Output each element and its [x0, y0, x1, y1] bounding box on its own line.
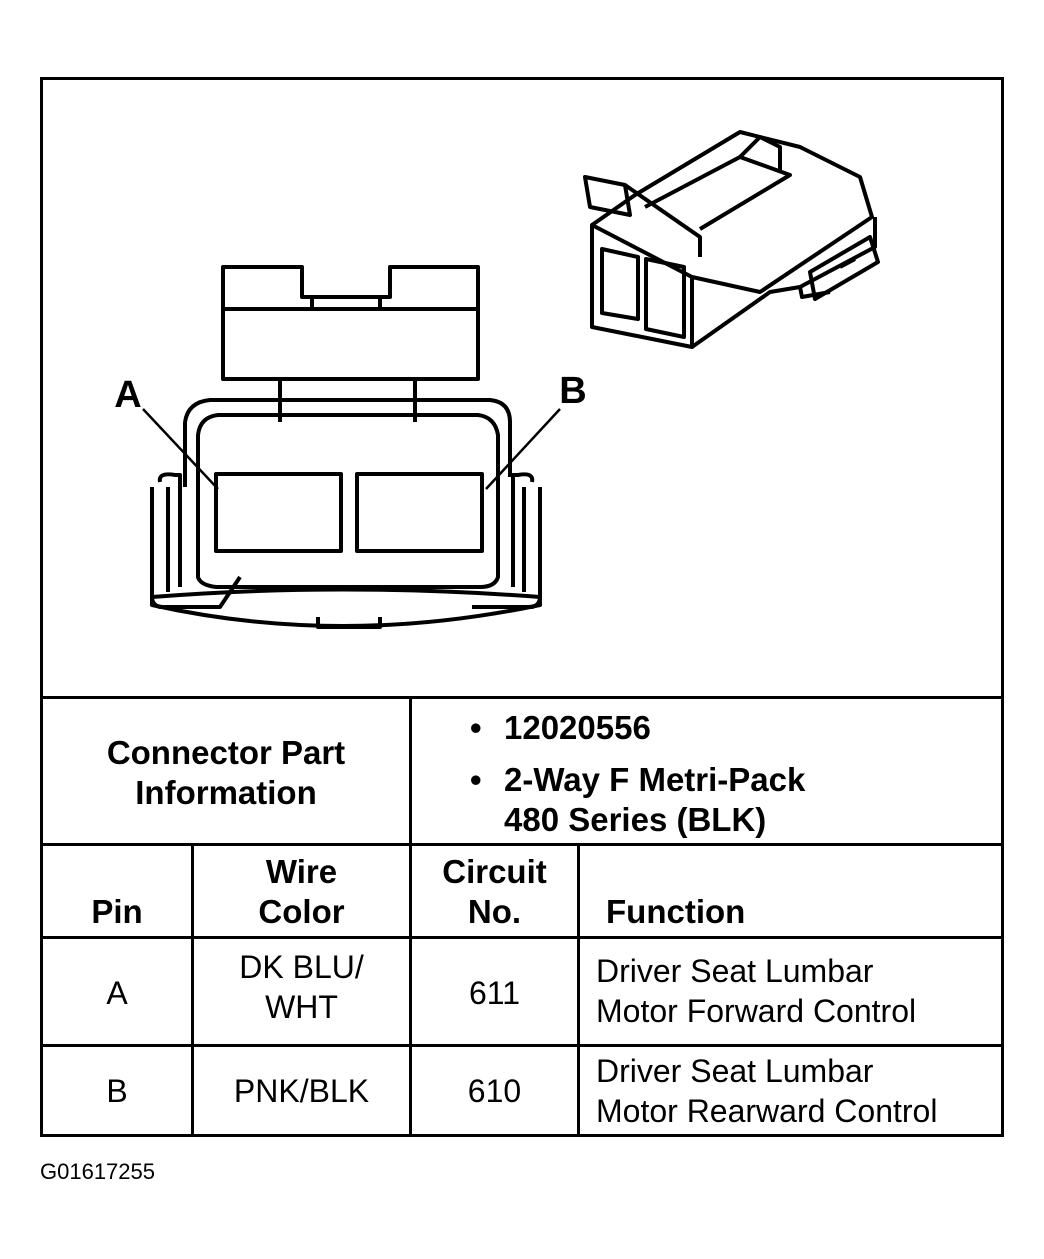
part-info-label: Connector Part Information: [43, 733, 409, 813]
row-b-wire-color: PNK/BLK: [194, 1071, 409, 1111]
row-a-circuit: 611: [468, 975, 520, 1011]
diagram-frame: [40, 77, 1004, 1137]
header-function: Function: [606, 893, 746, 930]
table-top-border: [40, 696, 1004, 699]
header-pin: Pin: [91, 893, 143, 930]
part-info-values: • 12020556 • 2-Way F Metri-Pack 480 Seri…: [470, 708, 990, 840]
header-bottom-border: [40, 936, 1004, 939]
part-number-item: • 12020556: [470, 708, 990, 748]
part-info-label-line2: Information: [135, 774, 317, 811]
row-b-function: Driver Seat Lumbar Motor Rearward Contro…: [596, 1051, 1000, 1131]
info-divider: [409, 696, 412, 1137]
bullet-icon: •: [470, 709, 482, 746]
row-b-function-line2: Motor Rearward Control: [596, 1093, 938, 1129]
row-a-function-line1: Driver Seat Lumbar: [596, 953, 874, 989]
connector-face-view: [142, 265, 561, 629]
header-wire-color-line1: Wire: [265, 853, 338, 890]
info-bottom-border: [40, 843, 1004, 846]
row-a-wire-color: DK BLU/ WHT: [194, 947, 409, 1027]
description-item: • 2-Way F Metri-Pack 480 Series (BLK): [470, 760, 990, 840]
header-wire-color-line2: Color: [258, 893, 345, 930]
row-b-function-line1: Driver Seat Lumbar: [596, 1053, 874, 1089]
row-a-pin: A: [106, 975, 128, 1011]
pin-color-divider: [191, 843, 194, 1137]
part-number: 12020556: [504, 709, 651, 746]
header-circuit: Circuit No.: [412, 852, 577, 932]
part-info-label-line1: Connector Part: [106, 734, 346, 771]
row-a-function-line2: Motor Forward Control: [596, 993, 917, 1029]
description-line2: 480 Series (BLK): [504, 801, 767, 838]
row-b-wire-color-line1: PNK/BLK: [233, 1073, 370, 1109]
row-b-circuit: 610: [467, 1073, 522, 1109]
circuit-function-divider: [577, 843, 580, 1137]
figure-code: G01617255: [40, 1159, 155, 1184]
description-line1: 2-Way F Metri-Pack: [504, 761, 806, 798]
connector-isometric-view: [583, 130, 880, 349]
header-circuit-line1: Circuit: [442, 853, 547, 890]
row-b-pin: B: [106, 1073, 128, 1109]
row-a-wire-color-line2: WHT: [265, 989, 338, 1025]
connector-drawing: A B: [114, 130, 880, 629]
header-circuit-line2: No.: [467, 893, 522, 930]
row-a-wire-color-line1: DK BLU/: [239, 949, 364, 985]
row-divider: [40, 1044, 1004, 1047]
bullet-icon: •: [470, 761, 482, 798]
pin-b-label: B: [559, 370, 586, 412]
pin-a-label: A: [114, 374, 141, 416]
header-wire-color: Wire Color: [194, 852, 409, 932]
row-a-function: Driver Seat Lumbar Motor Forward Control: [596, 951, 1000, 1031]
